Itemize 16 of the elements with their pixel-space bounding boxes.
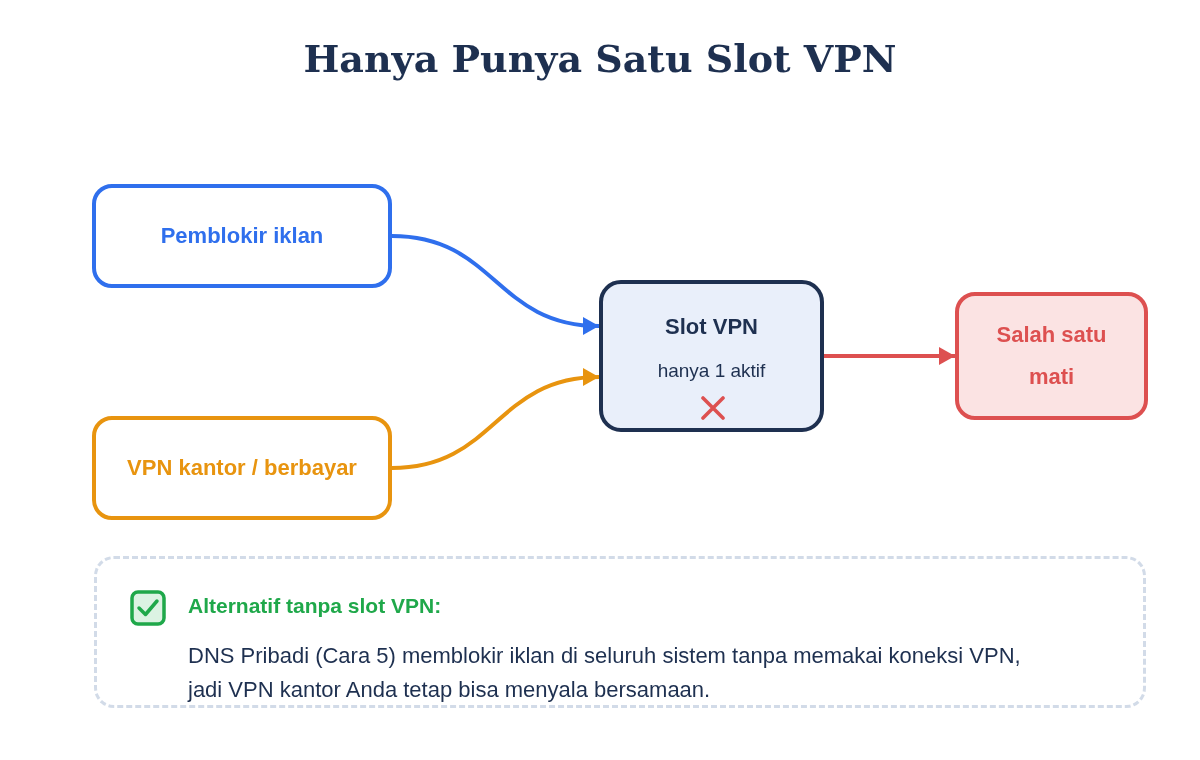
diagram-title: Hanya Punya Satu Slot VPN: [303, 36, 897, 81]
box-label: Pemblokir iklan: [160, 223, 324, 249]
note-panel: [94, 556, 1146, 708]
arrow: [391, 234, 600, 334]
box-label: VPN kantor / berbayar: [127, 455, 357, 481]
process-box: [92, 416, 392, 520]
result-box: [955, 292, 1148, 420]
process-box: [92, 184, 392, 288]
note-heading: Alternatif tanpa slot VPN:: [188, 593, 442, 619]
note-text: DNS Pribadi (Cara 5) memblokir iklan di seluruh sistem tanpa memakai koneksi VPN, jadi VPN kantor Anda tetap bisa menyala bersamaan.: [188, 642, 1022, 704]
box-label: Slot VPN: [665, 314, 758, 340]
box-sublabel: hanya 1 aktif: [657, 359, 766, 383]
arrow: [824, 347, 955, 365]
box-label: Salah satu mati: [995, 321, 1108, 391]
arrow: [391, 369, 600, 470]
slot-box: [599, 280, 824, 432]
